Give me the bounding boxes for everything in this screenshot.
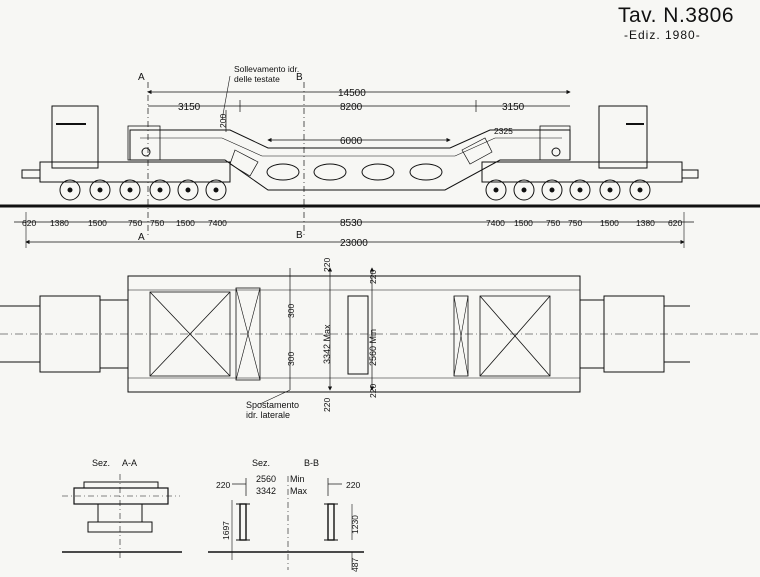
dim-center: 8200 — [340, 102, 363, 113]
right-wheels — [485, 179, 651, 201]
right-cab — [598, 105, 648, 169]
dim-overall-upper: 14500 — [338, 88, 366, 99]
dim-inner: 6000 — [340, 136, 363, 147]
svg-text:1500: 1500 — [88, 218, 107, 228]
dim-left-end: 3150 — [178, 102, 201, 113]
section-bb-dim-right: 220 — [346, 480, 360, 490]
svg-text:1500: 1500 — [600, 218, 619, 228]
section-bb-sez-label: Sez. — [252, 458, 270, 468]
section-a-a — [62, 474, 182, 560]
svg-text:750: 750 — [150, 218, 164, 228]
section-mark-b-top: B — [296, 72, 303, 83]
svg-text:620: 620 — [22, 218, 36, 228]
dim-300-lower: 300 — [286, 352, 296, 366]
svg-text:7400: 7400 — [208, 218, 227, 228]
svg-text:620: 620 — [668, 218, 682, 228]
svg-text:1500: 1500 — [514, 218, 533, 228]
girder-opening — [409, 163, 443, 181]
section-bb-dim-left: 220 — [216, 480, 230, 490]
svg-text:1380: 1380 — [636, 218, 655, 228]
left-bogie-frame — [39, 161, 231, 183]
dim-2560-min: 2560 Min — [368, 329, 378, 366]
section-mark-a-top: A — [138, 72, 145, 83]
lift-note: Sollevamento idr. — [234, 64, 299, 74]
lift-note-2: delle testate — [234, 74, 280, 84]
bottom-dim-center: 8530 — [340, 218, 363, 229]
section-bb-max-label: Max — [290, 486, 308, 496]
dim-top-220b: 220 — [368, 270, 378, 284]
section-mark-b-bottom: B — [296, 230, 303, 241]
section-bb-name: B-B — [304, 458, 319, 468]
svg-text:1500: 1500 — [176, 218, 195, 228]
side-view — [0, 75, 760, 248]
svg-text:1380: 1380 — [50, 218, 69, 228]
dim-bottom-220b: 220 — [368, 384, 378, 398]
shift-note: Spostamento — [246, 400, 299, 410]
svg-text:750: 750 — [546, 218, 560, 228]
section-bb-dim-1697: 1697 — [221, 521, 231, 540]
dim-right-end: 3150 — [502, 102, 525, 113]
dim-total-length: 23000 — [340, 238, 368, 249]
svg-text:750: 750 — [568, 218, 582, 228]
left-cab — [51, 105, 99, 169]
section-bb-dim-1230: 1230 — [350, 515, 360, 534]
girder-opening — [266, 163, 300, 181]
section-mark-a-bottom: A — [138, 232, 145, 243]
drawing-title: Tav. N.3806 — [618, 4, 735, 27]
dim-top-220: 220 — [322, 258, 332, 272]
section-aa-sez-label: Sez. — [92, 458, 110, 468]
bottom-dims-right: 7400 1500 750 750 1500 1380 620 — [486, 218, 682, 228]
shift-note-2: idr. laterale — [246, 410, 290, 420]
dim-3342-max: 3342 Max — [322, 324, 332, 364]
girder-opening — [361, 163, 395, 181]
section-bb-min-label: Min — [290, 474, 305, 484]
right-beam-section — [327, 503, 335, 541]
section-b-b — [208, 476, 364, 570]
section-aa-name: A-A — [122, 458, 137, 468]
left-wheels — [59, 179, 227, 201]
dim-height: 200 — [218, 114, 228, 128]
right-bogie-frame — [481, 161, 683, 183]
plan-view — [0, 267, 760, 405]
left-beam-section — [239, 503, 247, 541]
bottom-dims-left: 620 1380 1500 750 750 1500 7400 — [22, 218, 227, 228]
section-bb-min-value: 2560 — [256, 474, 276, 484]
section-bb-dim-487: 487 — [350, 558, 360, 572]
dim-bottom-220: 220 — [322, 398, 332, 412]
drawing-edition: -Ediz. 1980- — [624, 28, 701, 42]
girder-opening — [313, 163, 347, 181]
dim-right-small: 2325 — [494, 126, 513, 136]
dim-300-upper: 300 — [286, 304, 296, 318]
section-bb-max-value: 3342 — [256, 486, 276, 496]
svg-text:7400: 7400 — [486, 218, 505, 228]
svg-text:750: 750 — [128, 218, 142, 228]
